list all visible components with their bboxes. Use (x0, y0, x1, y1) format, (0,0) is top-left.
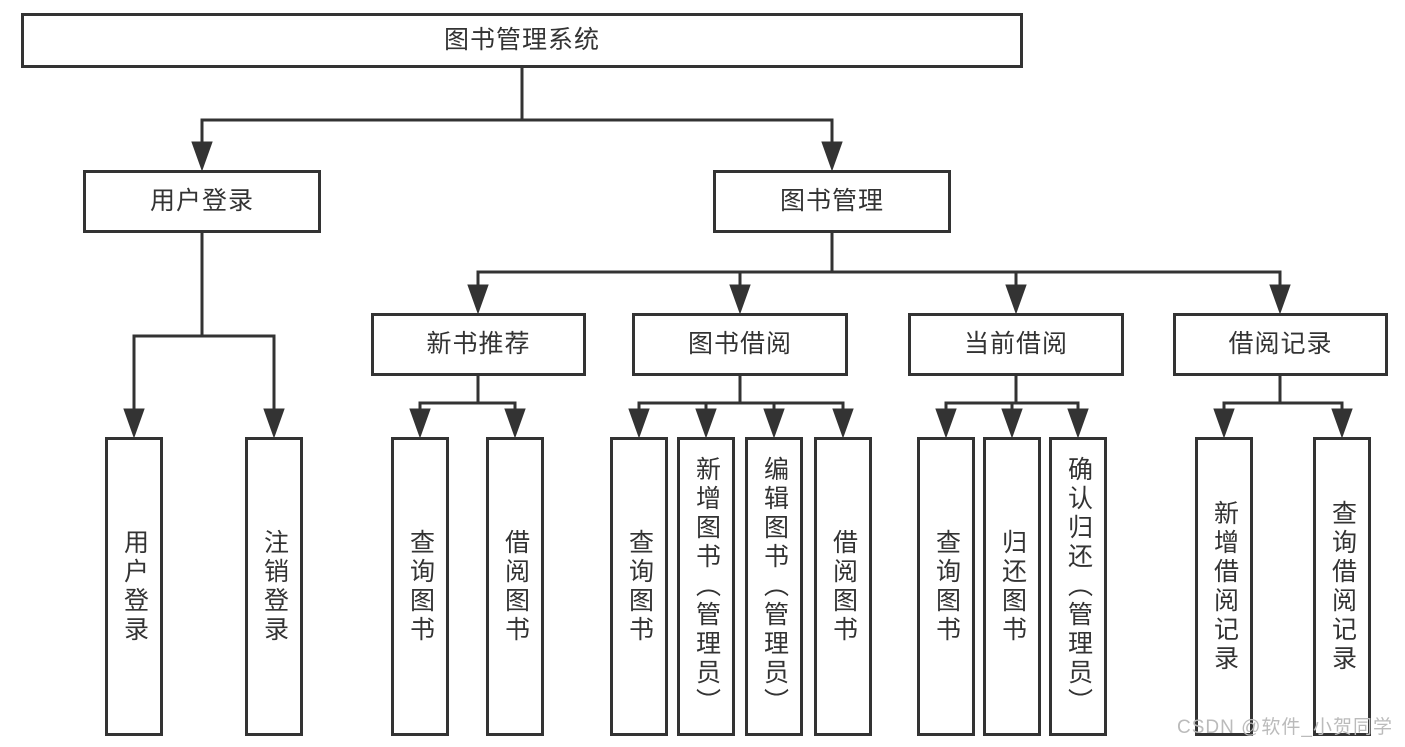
arrow-icon (467, 284, 489, 315)
node-label: 注销登录 (260, 528, 289, 645)
csdn-watermark: CSDN @软件_小贺同学 (1177, 717, 1393, 738)
arrow-icon (1001, 408, 1023, 439)
connector-borrow-to-leaves (637, 376, 845, 413)
connector-recommend-to-leaves (418, 376, 517, 413)
node-book-management: 图书管理 (713, 170, 951, 233)
node-label: 图书管理 (779, 187, 884, 215)
arrow-icon (763, 408, 785, 439)
node-label: 查询图书 (625, 528, 654, 645)
leaf-current-confirm-return-admin: 确认归还（管理员） (1049, 437, 1107, 736)
node-label: 当前借阅 (963, 330, 1068, 358)
node-label: 查询借阅记录 (1328, 499, 1357, 674)
node-label: 新书推荐 (426, 330, 531, 358)
node-label: 归还图书 (998, 528, 1027, 645)
node-label: 确认归还（管理员） (1064, 456, 1093, 717)
arrow-icon (504, 408, 526, 439)
node-label: 借阅图书 (501, 528, 530, 645)
arrow-icon (263, 408, 285, 439)
node-borrow-records: 借阅记录 (1173, 313, 1388, 376)
leaf-current-query-books: 查询图书 (917, 437, 975, 736)
arrow-icon (935, 408, 957, 439)
arrow-icon (729, 284, 751, 315)
node-label: 借阅图书 (829, 528, 858, 645)
arrowheads (123, 141, 1353, 439)
leaf-records-query-record: 查询借阅记录 (1313, 437, 1371, 736)
node-label: 图书借阅 (687, 330, 792, 358)
node-user-login: 用户登录 (83, 170, 321, 233)
node-label: 图书管理系统 (443, 26, 600, 54)
leaf-borrow-borrow-books: 借阅图书 (814, 437, 872, 736)
node-label: 新增图书（管理员） (692, 456, 721, 717)
arrow-icon (628, 408, 650, 439)
leaf-user-login: 用户登录 (105, 437, 163, 736)
leaf-recommend-query-books: 查询图书 (391, 437, 449, 736)
connector-records-to-leaves (1222, 376, 1344, 413)
leaf-records-add-record: 新增借阅记录 (1195, 437, 1253, 736)
arrow-icon (1067, 408, 1089, 439)
arrow-icon (123, 408, 145, 439)
node-label: 新增借阅记录 (1210, 499, 1239, 674)
node-label: 借阅记录 (1228, 330, 1333, 358)
node-label: 查询图书 (932, 528, 961, 645)
node-book-borrow: 图书借阅 (632, 313, 848, 376)
arrow-icon (191, 141, 213, 172)
arrow-icon (409, 408, 431, 439)
node-label: 用户登录 (120, 528, 149, 645)
connector-current-to-leaves (944, 376, 1080, 413)
leaf-borrow-edit-books-admin: 编辑图书（管理员） (745, 437, 803, 736)
leaf-borrow-query-books: 查询图书 (610, 437, 668, 736)
connector-root-to-level2 (200, 68, 834, 146)
node-current-borrow: 当前借阅 (908, 313, 1124, 376)
arrow-icon (1213, 408, 1235, 439)
arrow-icon (1331, 408, 1353, 439)
arrow-icon (821, 141, 843, 172)
arrow-icon (832, 408, 854, 439)
leaf-logout: 注销登录 (245, 437, 303, 736)
node-label: 编辑图书（管理员） (760, 456, 789, 717)
arrow-icon (1005, 284, 1027, 315)
node-label: 查询图书 (406, 528, 435, 645)
leaf-borrow-add-books-admin: 新增图书（管理员） (677, 437, 735, 736)
leaf-recommend-borrow-books: 借阅图书 (486, 437, 544, 736)
arrow-icon (1269, 284, 1291, 315)
node-root-system: 图书管理系统 (21, 13, 1023, 68)
connector-book-management-to-level3 (476, 233, 1282, 289)
leaf-current-return-books: 归还图书 (983, 437, 1041, 736)
arrow-icon (695, 408, 717, 439)
connector-user-login-to-leaves (132, 233, 276, 413)
node-label: 用户登录 (149, 187, 254, 215)
node-new-book-recommend: 新书推荐 (371, 313, 586, 376)
